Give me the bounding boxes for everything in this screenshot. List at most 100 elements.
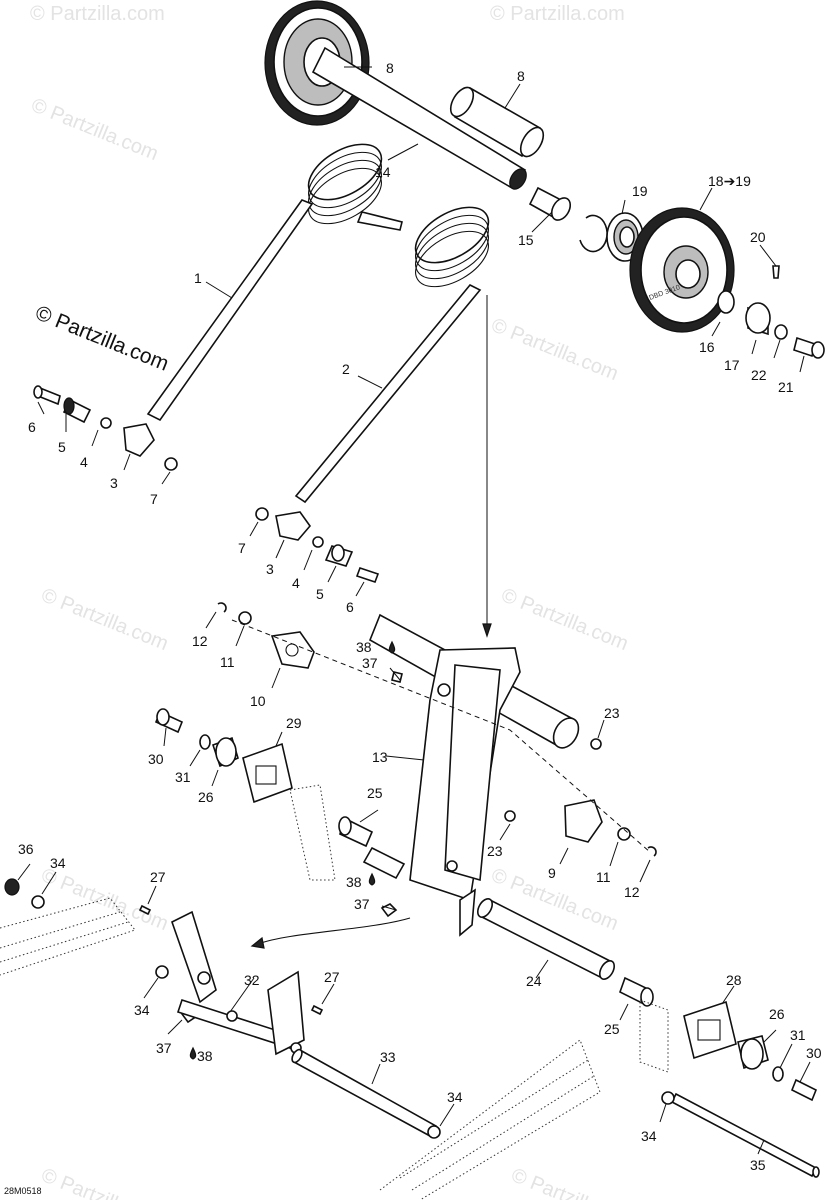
nut-36 — [4, 878, 20, 896]
callout-4: 4 — [292, 575, 300, 591]
callout-8: 8 — [517, 68, 525, 84]
adjuster-group-lower — [255, 507, 380, 584]
ghost-bracket-2 — [639, 999, 669, 1073]
pin-20 — [772, 265, 780, 279]
oil-drop-icon — [388, 640, 396, 654]
callout-37: 37 — [156, 1040, 172, 1056]
swing-arm-13 — [368, 613, 580, 937]
bearing-block-28 — [683, 1000, 737, 1060]
callout-22: 22 — [751, 367, 767, 383]
callout-23: 23 — [487, 843, 503, 859]
callout-38: 38 — [197, 1048, 213, 1064]
callout-30: 30 — [148, 751, 164, 767]
bushing-15 — [528, 186, 572, 221]
watermark-text: © Partzilla.com — [28, 94, 161, 165]
callout-35: 35 — [750, 1157, 766, 1173]
callout-labels: 8 8 14 15 19 18➔19 20 16 17 22 21 1 2 6 … — [18, 60, 822, 1173]
washer-31b — [772, 1066, 784, 1082]
screw-23b — [504, 810, 516, 822]
washer-31 — [199, 734, 211, 750]
callout-38: 38 — [346, 874, 362, 890]
callout-37: 37 — [354, 896, 370, 912]
callout-3: 3 — [266, 561, 274, 577]
callout-2: 2 — [342, 361, 350, 377]
rear-bracket-32 — [171, 910, 305, 1056]
callout-10: 10 — [250, 693, 266, 709]
callout-6: 6 — [28, 419, 36, 435]
callout-26: 26 — [769, 1006, 785, 1022]
oil-drop-icon — [368, 872, 376, 886]
callout-29: 29 — [286, 715, 302, 731]
callout-32: 32 — [244, 972, 260, 988]
grease-fitting-37b — [380, 903, 398, 918]
stopper-10 — [270, 631, 315, 669]
shaft-end — [362, 846, 406, 880]
ghost-rail-right — [379, 1039, 601, 1200]
callout-6: 6 — [346, 599, 354, 615]
pin-27a — [138, 904, 152, 916]
washer-34b — [155, 965, 169, 979]
washer-11 — [238, 611, 252, 625]
callout-27: 27 — [150, 869, 166, 885]
adjuster-group-upper — [33, 385, 178, 471]
callout-34: 34 — [447, 1089, 463, 1105]
callout-16: 16 — [699, 339, 715, 355]
stopper-9 — [564, 799, 603, 843]
callout-38: 38 — [356, 639, 372, 655]
callout-15: 15 — [518, 232, 534, 248]
shaft-24 — [476, 898, 616, 980]
callout-34: 34 — [641, 1128, 657, 1144]
callout-25: 25 — [604, 1021, 620, 1037]
callout-5: 5 — [316, 586, 324, 602]
curved-arrow — [257, 917, 411, 945]
bushing-25b — [619, 976, 654, 1007]
watermark-text: © Partzilla.com — [490, 3, 625, 25]
bushing-26b — [737, 1035, 769, 1070]
callout-4: 4 — [80, 454, 88, 470]
callout-12: 12 — [624, 884, 640, 900]
circlip-16 — [717, 290, 735, 314]
callout-19: 19 — [632, 183, 648, 199]
watermark-text: © Partzilla.com — [30, 3, 165, 25]
watermark-text: © Partzilla.com — [38, 1164, 171, 1200]
callout-12: 12 — [192, 633, 208, 649]
washer-34d — [661, 1091, 675, 1105]
drawing-code: 28M0518 — [4, 1186, 42, 1196]
callout-11: 11 — [596, 869, 611, 885]
arrow-head — [482, 623, 492, 638]
callout-8: 8 — [386, 60, 394, 76]
callout-33: 33 — [380, 1049, 396, 1065]
callout-1: 1 — [194, 270, 202, 286]
circlip-12 — [217, 602, 227, 613]
callout-27: 27 — [324, 969, 340, 985]
circlip-12b — [647, 846, 657, 857]
axis-line — [231, 619, 651, 853]
ghost-rail-left — [0, 897, 136, 976]
spacer-tube-8 — [449, 86, 545, 158]
washer-22 — [774, 324, 788, 340]
pin-27b — [310, 1004, 324, 1016]
bushing-25 — [338, 816, 374, 848]
callout-18: 18➔19 — [708, 173, 751, 189]
watermark-text: © Partzilla.com — [488, 314, 621, 385]
callout-26: 26 — [198, 789, 214, 805]
callout-23: 23 — [604, 705, 620, 721]
axle-14 — [311, 46, 527, 190]
callout-30: 30 — [806, 1045, 822, 1061]
callout-7: 7 — [150, 491, 158, 507]
callout-5: 5 — [58, 439, 66, 455]
callout-14: 14 — [375, 164, 391, 180]
shaft-33 — [291, 1048, 438, 1138]
callout-34: 34 — [50, 855, 66, 871]
callout-7: 7 — [238, 540, 246, 556]
callout-37: 37 — [362, 655, 378, 671]
torsion-spring-2 — [294, 206, 490, 504]
callout-25: 25 — [367, 785, 383, 801]
idler-wheel-right: DBD 3010 — [629, 207, 735, 333]
callout-28: 28 — [726, 972, 742, 988]
bolt-30b — [790, 1078, 818, 1102]
callout-13: 13 — [372, 749, 388, 765]
leader-lines — [17, 66, 811, 1155]
bolt-21 — [793, 336, 825, 359]
